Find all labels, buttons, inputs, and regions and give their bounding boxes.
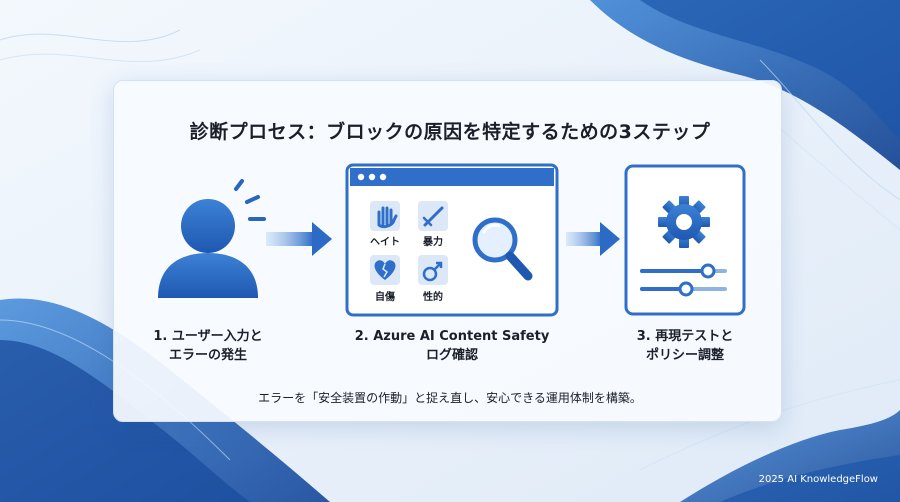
page-title: 診断プロセス：ブロックの原因を特定するための3ステップ [189,121,711,143]
step-2-label-line1: 2. Azure AI Content Safety [354,329,550,344]
step-1-label-line1: 1. ユーザー入力と [153,329,263,344]
step-1-label: 1. ユーザー入力と エラーの発生 [140,327,276,365]
alert-lines-icon [234,179,266,221]
hate-category-icon [370,201,400,231]
step-3-label: 3. 再現テストと ポリシー調整 [615,327,755,365]
category-label-sexual: 性的 [422,290,443,303]
step-3-label-line2: ポリシー調整 [645,348,724,363]
user-icon [158,199,258,298]
arrow-icon [266,222,332,256]
violence-category-icon [418,201,448,231]
slider-icon [640,281,727,297]
sexual-category-icon [418,255,448,285]
category-label-hate: ヘイト [370,236,400,248]
magnifier-icon [472,217,533,281]
copyright-footer: 2025 AI KnowledgeFlow [758,474,878,485]
step-1-label-line2: エラーの発生 [168,348,247,363]
step-2-label-line2: ログ確認 [425,348,478,363]
step-3-label-line1: 3. 再現テストと [636,329,734,344]
arrow-icon [566,222,620,256]
step-2-label: 2. Azure AI Content Safety ログ確認 [342,327,562,365]
self-harm-category-icon [370,255,400,285]
slider-icon [640,263,727,279]
category-label-self-harm: 自傷 [375,290,395,303]
gear-icon [658,196,710,248]
category-label-violence: 暴力 [422,235,443,248]
summary-text: エラーを「安全装置の作動」と捉え直し、安心できる運用体制を構築。 [258,391,642,405]
